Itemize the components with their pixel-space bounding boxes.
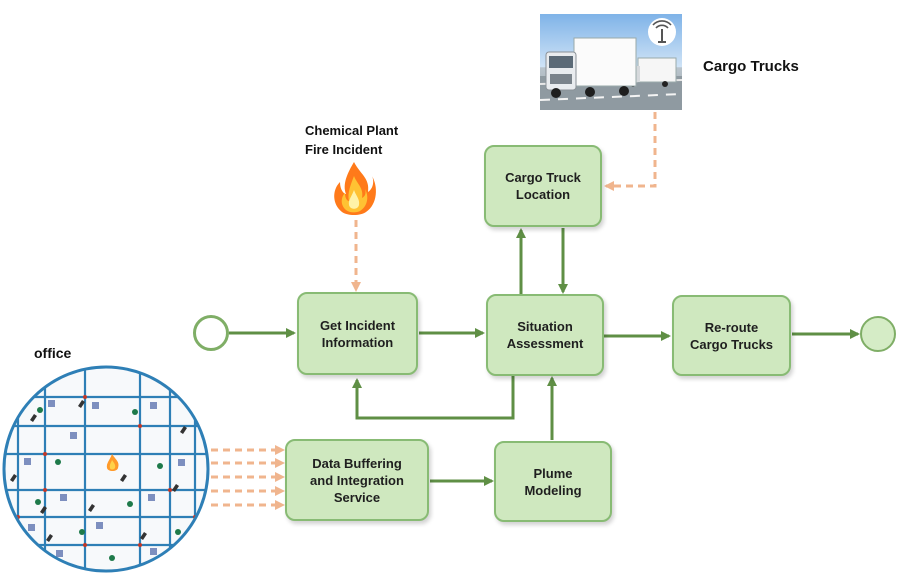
plume-modeling-box: Plume Modeling [494,441,612,522]
cargo-trucks-label: Cargo Trucks [703,58,799,75]
chemical-plant-label: Chemical Plant Fire Incident [305,123,399,157]
start-node [193,315,229,351]
get-incident-information-box: Get Incident Information [297,292,418,375]
office-label: office [34,345,72,361]
data-buffering-box: Data Buffering and Integration Service [285,439,429,521]
dashed-arrow-trucks-to-location [604,112,657,191]
office-floorplan-map [2,365,210,573]
situation-assessment-box: Situation Assessment [486,294,604,376]
fire-icon [334,162,376,215]
arrow-situation-loop-to-get-incident [352,376,515,420]
end-node [860,316,896,352]
cargo-truck-location-box: Cargo Truck Location [484,145,602,227]
wireless-signal-icon [648,18,676,46]
reroute-cargo-trucks-box: Re-route Cargo Trucks [672,295,791,376]
cargo-truck-photo [540,14,682,110]
